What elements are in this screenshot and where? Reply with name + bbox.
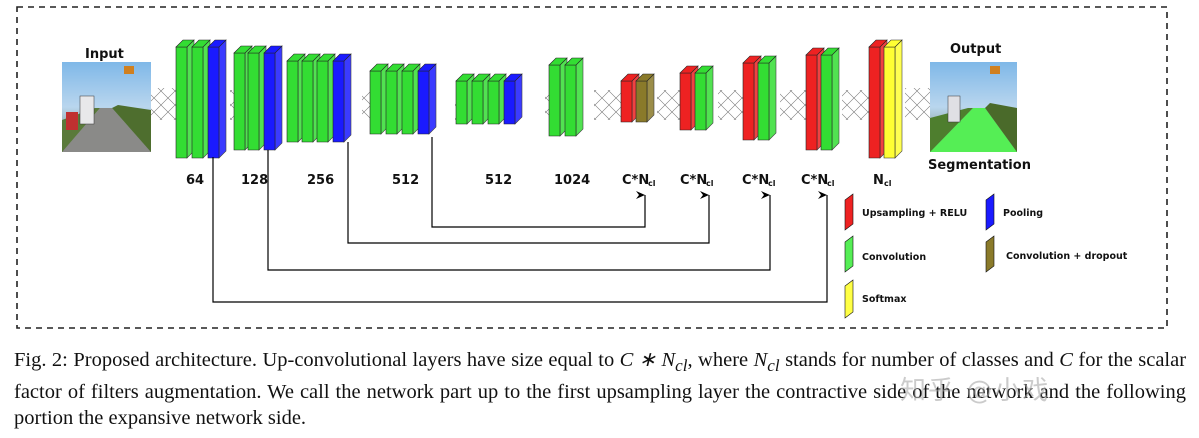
convolution-block xyxy=(191,39,211,159)
decoder-label: C*N cl xyxy=(680,173,714,188)
legend-item-conv-dropout: Convolution + dropout xyxy=(985,235,1128,273)
output-image xyxy=(930,62,1017,152)
svg-text:Upsampling + RELU: Upsampling + RELU xyxy=(862,208,967,219)
legend-item-softmax: Softmax xyxy=(844,279,906,319)
skip-connection xyxy=(267,150,771,271)
convolution-block xyxy=(385,63,405,135)
dashed-frame xyxy=(16,6,1168,329)
convolution-block xyxy=(247,45,267,151)
caption-fig-label: Fig. 2: xyxy=(14,349,68,371)
convolution-block xyxy=(175,39,195,159)
stage-label: 256 xyxy=(307,173,334,188)
caption-text: , where xyxy=(687,349,749,371)
stage-label: 1024 xyxy=(554,173,590,188)
decoder-label: C*N cl xyxy=(801,173,835,188)
skip-connections xyxy=(212,137,828,303)
stage-label: 128 xyxy=(241,173,268,188)
caption-text: stands for number of classes and xyxy=(785,349,1054,371)
legend-item-upsampling: Upsampling + RELU xyxy=(844,193,967,231)
pooling-block xyxy=(503,73,523,125)
convolution-block xyxy=(487,73,507,125)
caption-text: for the scalar factor of filters augment… xyxy=(14,349,1187,430)
convolution-block xyxy=(316,53,336,143)
input-label: Input xyxy=(85,47,124,62)
decoder-label: C*N cl xyxy=(742,173,776,188)
layer-blocks xyxy=(175,39,903,159)
skip-connection xyxy=(212,157,828,303)
stage-label: 512 xyxy=(485,173,512,188)
caption-math: Ncl xyxy=(753,349,780,376)
convolution-block xyxy=(369,63,389,135)
segmentation-label: Segmentation xyxy=(928,158,1031,173)
decoder-label: C*N cl xyxy=(622,173,656,188)
convolution-block xyxy=(455,73,475,125)
input-image xyxy=(62,62,151,152)
softmax-block xyxy=(883,39,903,159)
svg-text:cl: cl xyxy=(648,179,656,188)
pooling-block xyxy=(417,63,437,135)
convolution-block xyxy=(694,65,714,131)
svg-text:Pooling: Pooling xyxy=(1003,208,1043,219)
pooling-block xyxy=(263,45,283,151)
convolution-block xyxy=(820,47,840,151)
caption-math: C ∗ Ncl xyxy=(619,349,688,376)
skip-connection xyxy=(347,142,710,244)
svg-text:cl: cl xyxy=(884,179,892,188)
svg-text:C*N: C*N xyxy=(742,173,769,188)
svg-text:N: N xyxy=(873,173,884,188)
convolution-block xyxy=(401,63,421,135)
stage-label: 512 xyxy=(392,173,419,188)
convolution-block xyxy=(757,55,777,141)
svg-text:C*N: C*N xyxy=(622,173,649,188)
architecture-diagram: Input Output Segmentation 64 128 256 512… xyxy=(16,6,1168,329)
caption-text: Proposed architecture. Up-convolutional … xyxy=(73,349,615,371)
svg-text:C*N: C*N xyxy=(801,173,828,188)
svg-text:cl: cl xyxy=(768,179,776,188)
svg-text:cl: cl xyxy=(827,179,835,188)
decoder-label: N cl xyxy=(873,173,892,188)
watermark: 知乎 @小戏 xyxy=(900,376,1051,406)
skip-connection xyxy=(431,137,646,228)
convolution-block xyxy=(564,57,584,137)
svg-text:Softmax: Softmax xyxy=(862,294,906,305)
convolution-block xyxy=(471,73,491,125)
stage-label: 64 xyxy=(186,173,204,188)
convolution-block xyxy=(548,57,568,137)
pooling-block xyxy=(332,53,352,143)
legend-item-convolution: Convolution xyxy=(844,235,926,273)
caption-math: C xyxy=(1059,349,1073,371)
svg-text:Convolution + dropout: Convolution + dropout xyxy=(1006,251,1128,262)
conv-dropout-block xyxy=(635,73,655,123)
pooling-block xyxy=(207,39,227,159)
svg-text:cl: cl xyxy=(706,179,714,188)
svg-text:C*N: C*N xyxy=(680,173,707,188)
figure-caption: Fig. 2: Proposed architecture. Up-convol… xyxy=(14,347,1186,431)
svg-text:Convolution: Convolution xyxy=(862,252,926,263)
legend-item-pooling: Pooling xyxy=(985,193,1043,231)
output-label: Output xyxy=(950,42,1001,57)
legend: Upsampling + RELU Pooling Convolution Co… xyxy=(844,193,1128,319)
